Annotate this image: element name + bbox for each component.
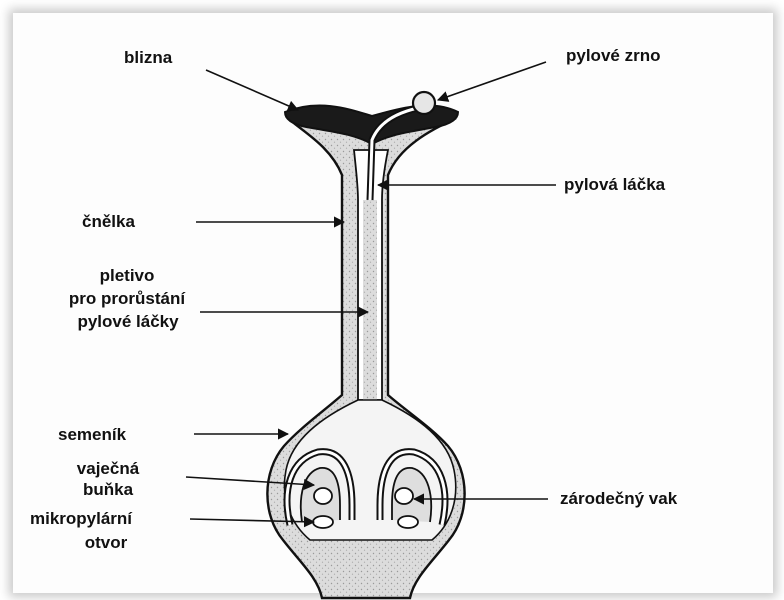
label-pylove-zrno: pylové zrno: [566, 46, 660, 66]
label-cnelka: čnělka: [82, 212, 135, 232]
label-semenik: semeník: [58, 425, 126, 445]
label-mikropylarni-line1: mikropylární: [30, 509, 132, 529]
label-pletivo-line2: pro prorůstání: [56, 289, 198, 309]
label-blizna: blizna: [124, 48, 172, 68]
transmitting-tissue: [363, 200, 377, 400]
arrow-pylove-zrno: [438, 62, 546, 100]
label-vajecna-line1: vaječná: [60, 459, 156, 479]
pollen-grain: [413, 92, 435, 114]
label-pletivo-line3: pylové láčky: [64, 312, 192, 332]
label-zarodecny-vak: zárodečný vak: [560, 489, 677, 509]
label-pylova-lacka: pylová láčka: [564, 175, 665, 195]
label-vajecna-line2: buňka: [60, 480, 156, 500]
label-mikropylarni-line2: otvor: [66, 533, 146, 553]
arrow-blizna: [206, 70, 298, 110]
label-pletivo-line1: pletivo: [84, 266, 170, 286]
